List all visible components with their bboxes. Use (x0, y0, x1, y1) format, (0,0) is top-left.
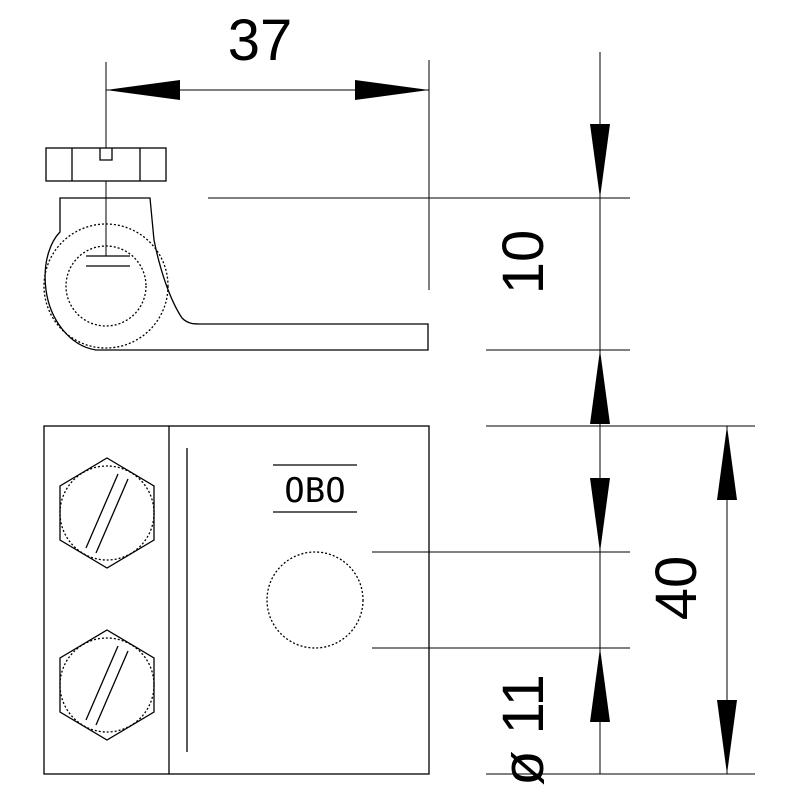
arrow-down-icon (590, 478, 610, 552)
clamp-body-side (43, 181, 429, 351)
arrow-right-icon (355, 80, 429, 100)
side-view (43, 62, 429, 351)
obo-logo (273, 464, 357, 513)
arrow-down-icon (717, 700, 737, 774)
arrow-up-icon (590, 350, 610, 424)
arrow-left-icon (106, 80, 180, 100)
arrow-up-icon (717, 426, 737, 500)
logo-text: OBO (284, 471, 345, 511)
center-hole (266, 551, 364, 649)
clamp-plate (43, 425, 430, 775)
hex-screw-icon (59, 457, 155, 569)
top-view (43, 425, 430, 775)
dimension-arrows (106, 80, 737, 774)
dimension-height-label: 10 (491, 230, 556, 295)
screw-head-side (45, 62, 167, 182)
dimension-lines (106, 52, 755, 775)
dimension-diameter-label: ø 11 (491, 674, 556, 786)
dimension-length-label: 40 (644, 556, 709, 621)
hex-screw-icon (59, 629, 155, 741)
arrow-up-icon (590, 648, 610, 722)
dimension-width-label: 37 (228, 8, 293, 73)
arrow-down-icon (590, 124, 610, 198)
